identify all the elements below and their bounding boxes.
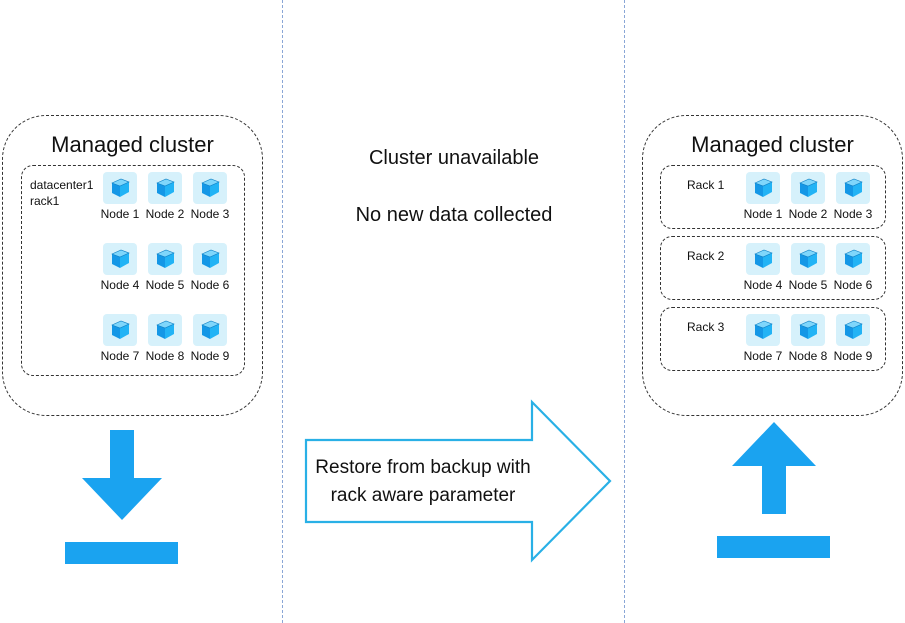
cube-icon [754,320,773,339]
node-label: Node 6 [833,278,873,292]
cube-icon [799,178,818,197]
node-1: Node 1 [98,172,142,221]
node-icon-box [148,243,182,275]
node-4: Node 4 [741,243,785,292]
divider-right [624,0,625,623]
node-6: Node 6 [188,243,232,292]
node-label: Node 8 [145,349,185,363]
node-icon-box [193,243,227,275]
right-managed-cluster: Managed cluster [642,115,903,416]
download-arrow-icon [82,430,162,520]
restore-arrow-outline [304,399,612,563]
node-icon-box [746,172,780,204]
node-icon-box [836,243,870,275]
node-label: Node 4 [743,278,783,292]
no-new-data-text: No new data collected [355,204,553,226]
rack-1-group: Rack 1 [660,165,886,229]
divider-left [282,0,283,623]
right-cluster-title: Managed cluster [691,132,854,157]
node-9: Node 9 [831,314,875,363]
rack-2-label: Rack 2 [687,249,725,263]
left-datacenter-group: datacenter1 rack1 [21,165,245,376]
node-label: Node 4 [100,278,140,292]
cube-icon [844,178,863,197]
rack-3-label: Rack 3 [687,320,725,334]
node-5: Node 5 [143,243,187,292]
node-4: Node 4 [98,243,142,292]
upload-base-bar [717,536,830,558]
node-label: Node 7 [100,349,140,363]
node-icon-box [836,314,870,346]
restore-arrow [304,399,612,563]
node-3: Node 3 [831,172,875,221]
cube-icon [844,249,863,268]
node-7: Node 7 [98,314,142,363]
node-label: Node 2 [788,207,828,221]
node-label: Node 3 [190,207,230,221]
node-icon-box [791,243,825,275]
cluster-unavailable-text: Cluster unavailable [368,147,540,169]
upload-arrow-icon [732,422,816,514]
node-7: Node 7 [741,314,785,363]
cube-icon [799,320,818,339]
cube-icon [799,249,818,268]
left-cluster-title: Managed cluster [51,132,214,157]
cube-icon [754,178,773,197]
node-label: Node 9 [833,349,873,363]
restore-text-line2: rack aware parameter [330,485,516,506]
cube-icon [111,249,130,268]
node-icon-box [103,172,137,204]
node-8: Node 8 [143,314,187,363]
cube-icon [754,249,773,268]
cube-icon [201,178,220,197]
node-label: Node 9 [190,349,230,363]
download-base-bar [65,542,178,564]
node-label: Node 1 [743,207,783,221]
cube-icon [201,320,220,339]
rack-2-group: Rack 2 [660,236,886,300]
node-3: Node 3 [188,172,232,221]
node-label: Node 2 [145,207,185,221]
node-icon-box [148,172,182,204]
node-label: Node 6 [190,278,230,292]
rack-1-label: Rack 1 [687,178,725,192]
node-label: Node 8 [788,349,828,363]
node-icon-box [791,314,825,346]
left-managed-cluster: Managed cluster datacenter1 rack1 [2,115,263,416]
node-label: Node 3 [833,207,873,221]
node-icon-box [193,172,227,204]
cube-icon [111,320,130,339]
cube-icon [844,320,863,339]
node-icon-box [103,314,137,346]
node-icon-box [746,314,780,346]
node-8: Node 8 [786,314,830,363]
node-icon-box [746,243,780,275]
cube-icon [156,249,175,268]
node-6: Node 6 [831,243,875,292]
node-label: Node 5 [145,278,185,292]
rack-3-group: Rack 3 [660,307,886,371]
left-group-label-datacenter: datacenter1 [30,178,94,192]
node-1: Node 1 [741,172,785,221]
left-group-label-rack: rack1 [30,194,60,208]
node-icon-box [103,243,137,275]
cube-icon [111,178,130,197]
node-label: Node 5 [788,278,828,292]
restore-text-line1: Restore from backup with [315,457,531,478]
node-2: Node 2 [143,172,187,221]
node-icon-box [193,314,227,346]
cube-icon [201,249,220,268]
restore-arrow-text: Restore from backup with rack aware para… [308,454,538,510]
node-label: Node 7 [743,349,783,363]
left-group-label: datacenter1 rack1 [30,177,93,209]
node-icon-box [836,172,870,204]
cube-icon [156,178,175,197]
cube-icon [156,320,175,339]
node-icon-box [148,314,182,346]
node-2: Node 2 [786,172,830,221]
node-5: Node 5 [786,243,830,292]
node-icon-box [791,172,825,204]
node-9: Node 9 [188,314,232,363]
node-label: Node 1 [100,207,140,221]
